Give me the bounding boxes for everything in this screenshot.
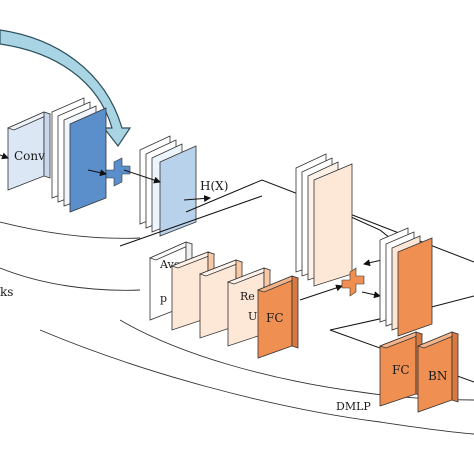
ks-label: ks: [0, 285, 13, 299]
bottom-left-bracket: [0, 267, 141, 291]
fc-right-label: FC: [392, 363, 410, 377]
orange-feature-stack-center: [295, 153, 353, 287]
dmlp-label: DMLP: [336, 400, 371, 413]
conv-block: Conv: [6, 111, 52, 191]
orange-feature-stack-right: [379, 227, 433, 337]
re-label: Re: [240, 290, 255, 303]
blue-feature-stack-2: [139, 135, 197, 237]
left-block-bracket: [0, 221, 141, 239]
skip-connection-arrow: [0, 29, 132, 148]
add-operation-orange: [341, 267, 365, 297]
pe-label: p: [160, 292, 167, 305]
relu-block: Re U: [226, 267, 272, 347]
add-operation-blue: [105, 157, 131, 187]
hx-label: H(X): [200, 179, 228, 193]
conv-label: Conv: [14, 149, 45, 163]
bn-block: BN: [416, 331, 460, 413]
bottom-bracket: [39, 329, 474, 435]
u-label: U: [248, 310, 257, 323]
blue-feature-stack-1: [51, 97, 107, 213]
fc-block-right: FC: [378, 331, 424, 407]
fc-block-left: FC: [256, 275, 300, 359]
bn-label: BN: [428, 369, 447, 383]
fc-left-label: FC: [266, 311, 284, 325]
